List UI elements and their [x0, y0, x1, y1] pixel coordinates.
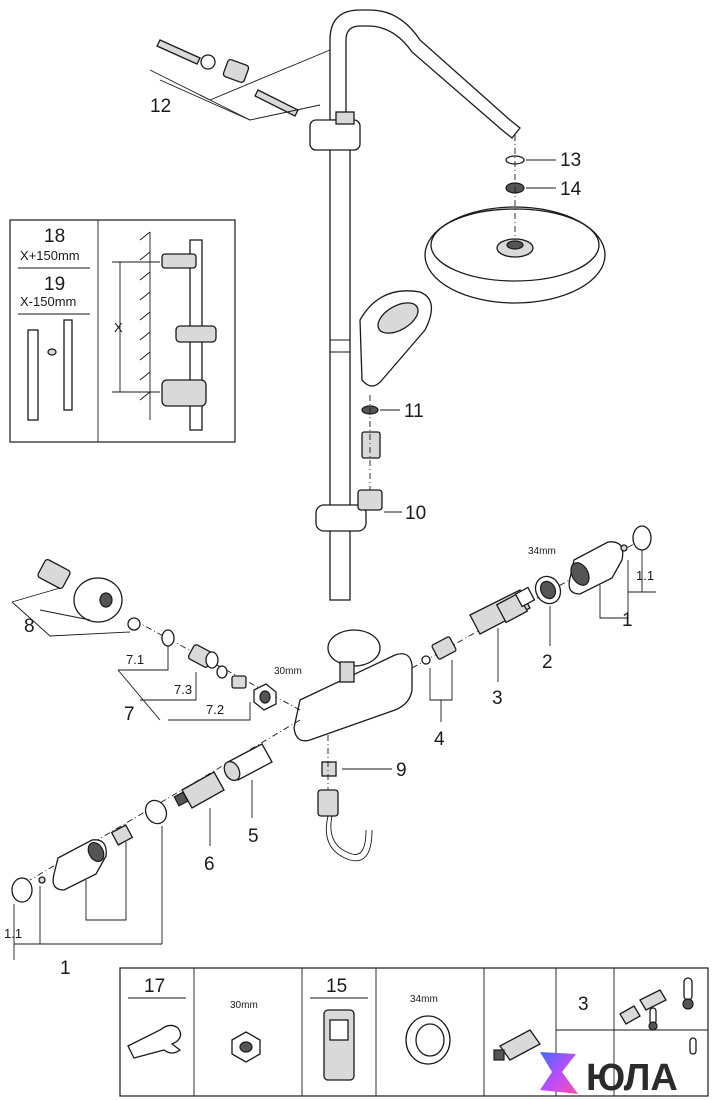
dim-34mm-right: 34mm — [528, 546, 556, 557]
cartridge-3 — [469, 586, 536, 635]
callout-12: 12 — [150, 96, 171, 117]
cap-1-1-left — [11, 877, 33, 903]
callout-6: 6 — [204, 854, 215, 875]
callout-14: 14 — [560, 179, 582, 200]
callout-7-3: 7.3 — [174, 682, 192, 697]
nut-30mm — [253, 683, 277, 711]
tools-item-3: 3 — [578, 994, 589, 1015]
inset-item-18: 18 — [44, 226, 65, 247]
wall-flange-8 — [37, 559, 141, 631]
thermostat-body — [293, 629, 413, 742]
callout-5: 5 — [248, 826, 259, 847]
washer-7-1 — [161, 629, 175, 647]
cap-1-1-right — [632, 525, 652, 551]
wall-fixing-set — [149, 39, 331, 121]
check-valve-4 — [421, 636, 457, 665]
tools-item-17-size: 30mm — [230, 1000, 258, 1011]
callout-1-1-right: 1.1 — [636, 568, 654, 583]
callout-3: 3 — [492, 688, 503, 709]
callout-8: 8 — [24, 616, 35, 637]
watermark-mark-icon — [540, 1052, 578, 1094]
callout-13: 13 — [560, 150, 581, 171]
dim-30mm-upper: 30mm — [274, 666, 302, 677]
sleeve-5 — [223, 743, 273, 782]
watermark-brand: ЮЛА — [586, 1057, 678, 1099]
handle-1-left — [38, 839, 107, 891]
extension-rail-inset — [9, 219, 236, 443]
handle-1-right — [568, 541, 628, 595]
hose-connector-9 — [321, 761, 337, 777]
top-wall-bracket — [309, 111, 361, 151]
callout-1-1-left: 1.1 — [4, 926, 22, 941]
nut-7-2 — [216, 665, 247, 689]
thermo-cartridge-6 — [173, 771, 225, 809]
watermark-logo: ЮЛА — [540, 1052, 678, 1099]
inset-item-18-spec: X+150mm — [20, 248, 80, 263]
callout-10: 10 — [405, 503, 426, 524]
hose-nut-upper — [361, 431, 381, 459]
callout-1-right: 1 — [622, 610, 633, 631]
callout-2: 2 — [542, 652, 553, 673]
eccentric-7-3 — [187, 644, 219, 669]
tools-item-17: 17 — [144, 976, 165, 997]
temp-stop-ring — [110, 799, 168, 846]
hose — [317, 789, 373, 862]
nut-2 — [534, 575, 562, 605]
hand-shower — [359, 290, 432, 387]
callout-9: 9 — [396, 760, 407, 781]
callout-1-left: 1 — [60, 958, 71, 979]
inset-item-19-spec: X-150mm — [20, 294, 76, 309]
shower-arm — [329, 9, 521, 139]
callout-7-2: 7.2 — [206, 702, 224, 717]
rail-slider — [315, 489, 383, 532]
callout-4: 4 — [434, 729, 445, 750]
callout-7: 7 — [124, 704, 135, 725]
callout-7-1: 7.1 — [126, 652, 144, 667]
rain-shower-head — [424, 206, 606, 304]
tools-item-15-size: 34mm — [410, 994, 438, 1005]
tools-table — [119, 967, 709, 1097]
inset-item-19: 19 — [44, 274, 65, 295]
inset-dim-x: X — [114, 320, 123, 335]
callout-11: 11 — [404, 401, 424, 422]
tools-item-15: 15 — [326, 976, 347, 997]
